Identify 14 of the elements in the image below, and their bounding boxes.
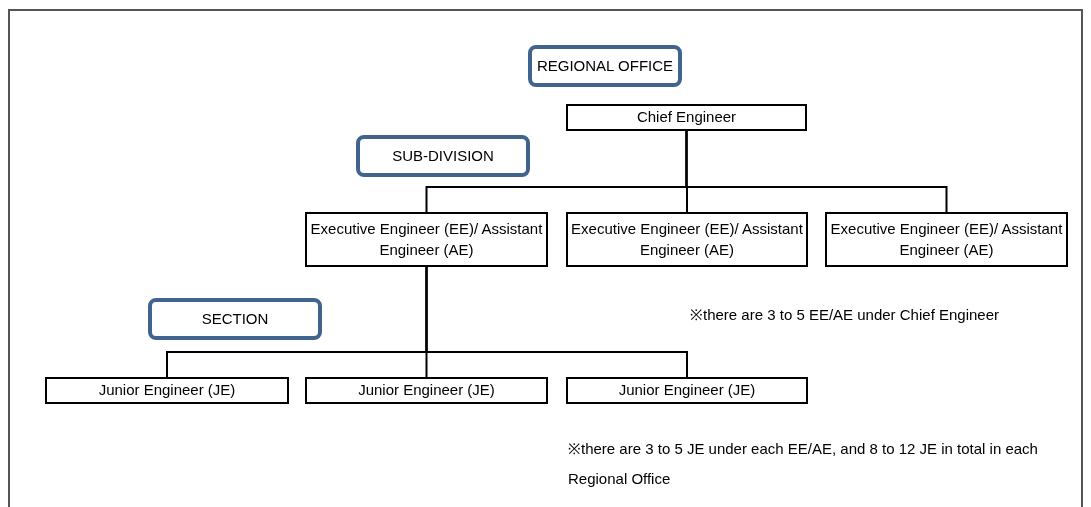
position-box: Junior Engineer (JE): [566, 377, 808, 404]
connector-line: [425, 266, 688, 378]
position-box: Executive Engineer (EE)/ Assistant Engineer (AE): [305, 212, 548, 267]
position-box: Chief Engineer: [566, 104, 807, 131]
position-box: Junior Engineer (JE): [305, 377, 548, 404]
position-box: Executive Engineer (EE)/ Assistant Engineer (AE): [825, 212, 1068, 267]
level-tag: SECTION: [148, 298, 322, 340]
position-box: Executive Engineer (EE)/ Assistant Engineer (AE): [566, 212, 808, 267]
note-text: ※there are 3 to 5 JE under each EE/AE, and 8 to 12 JE in total in each Regional Office: [568, 439, 1039, 489]
note-text: ※there are 3 to 5 EE/AE under Chief Engineer: [690, 305, 1000, 325]
level-tag: SUB-DIVISION: [356, 135, 530, 177]
position-box: Junior Engineer (JE): [45, 377, 289, 404]
level-tag: REGIONAL OFFICE: [528, 45, 682, 87]
connector-line: [685, 130, 948, 213]
